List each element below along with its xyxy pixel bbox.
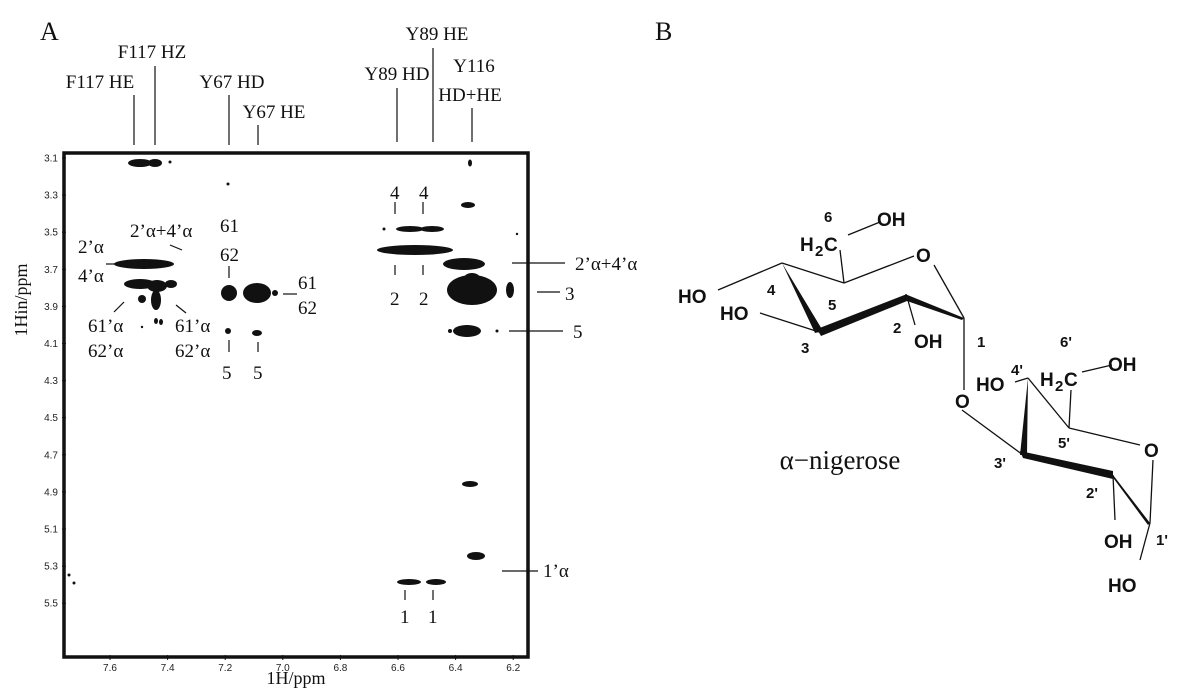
peak-label: 5 (573, 322, 583, 343)
carbon-number: 2' (1086, 485, 1098, 502)
carbon-number: 3 (801, 340, 809, 357)
y-tick-label: 3.9 (44, 302, 58, 313)
carbon-number: 2 (893, 320, 901, 337)
carbon-number: 4' (1011, 362, 1023, 379)
atom-label: HO (678, 287, 707, 308)
atom-label: OH (1104, 532, 1133, 553)
peak-label: 62 (220, 245, 239, 266)
peak-label: 2 (419, 289, 429, 310)
carbon-number: 1 (977, 334, 985, 351)
atom-label: C (1064, 370, 1078, 391)
y-tick-label: 4.5 (44, 413, 58, 424)
atom-label: O (1144, 441, 1159, 462)
carbon-number: 6 (824, 209, 832, 226)
peak-label: 62’α (175, 341, 210, 362)
peak-label: 2 (390, 289, 400, 310)
label-f117-hz: F117 HZ (118, 42, 186, 63)
peak-label: 1 (400, 607, 410, 628)
atom-label: 2 (815, 243, 823, 260)
x-tick-label: 6.6 (391, 663, 405, 674)
label-y89-hd: Y89 HD (365, 64, 430, 85)
carbon-number: 5' (1058, 435, 1070, 452)
x-axis-label: 1H/ppm (266, 668, 325, 688)
y-tick-label: 5.1 (44, 525, 58, 536)
x-tick-label: 7.6 (103, 663, 117, 674)
x-axis-ticks: 7.6 7.4 7.2 7.0 6.8 6.6 6.4 6.2 (103, 655, 521, 674)
atom-label: H (1040, 370, 1054, 391)
atom-label: C (824, 235, 838, 256)
y-tick-label: 4.7 (44, 450, 58, 461)
carbon-number: 6' (1060, 334, 1072, 351)
y-tick-label: 4.9 (44, 487, 58, 498)
y-tick-label: 5.5 (44, 599, 58, 610)
nigerose-bonds (717, 221, 1154, 561)
peak-label: 3 (565, 284, 575, 305)
atom-label: OH (877, 210, 906, 231)
y-tick-label: 3.1 (44, 154, 58, 165)
nigerose-atoms: OH H 2 C O HO HO OH O HO H 2 C OH O OH H… (678, 210, 1159, 597)
label-y116: Y116 (453, 56, 495, 77)
peak-label: 2’α+4’α (575, 254, 637, 275)
nigerose-wedges (782, 263, 1150, 525)
peak-label: 2’α (78, 237, 104, 258)
atom-label: HO (1108, 576, 1137, 597)
peak-leader-lines (106, 202, 565, 600)
atom-label: HO (976, 375, 1005, 396)
peak-label: 4 (419, 183, 429, 204)
peak-label: 61 (298, 273, 317, 294)
carbon-number: 5 (828, 297, 836, 314)
carbon-number: 3' (994, 455, 1006, 472)
peak-label: 61 (220, 216, 239, 237)
label-y67-he: Y67 HE (243, 102, 306, 123)
x-tick-label: 6.4 (449, 663, 463, 674)
x-tick-label: 7.4 (161, 663, 175, 674)
peak-label: 62 (298, 298, 317, 319)
plot-frame (62, 151, 530, 659)
y-axis-label: 1Hin/ppm (11, 263, 31, 336)
peak-label: 4’α (78, 266, 104, 287)
y-axis-ticks: 3.1 3.3 3.5 3.7 3.9 4.1 4.3 4.5 4.7 4.9 5.1 5.3 5.5 (44, 154, 66, 610)
atom-label: O (916, 246, 931, 267)
peak-label: 2’α+4’α (130, 221, 192, 242)
label-y89-he: Y89 HE (406, 24, 469, 45)
carbon-number: 4 (767, 282, 776, 299)
residue-labels: F117 HE F117 HZ Y67 HD Y67 HE Y89 HD Y89… (66, 24, 502, 123)
peak-labels: 2’α 4’α 2’α+4’α 61 62 61 62 61’α 62’α 61… (78, 183, 637, 628)
x-tick-label: 6.2 (506, 663, 520, 674)
peak-label: 61’α (88, 316, 123, 337)
cross-peaks (67, 159, 519, 585)
panel-a-label: A (40, 17, 59, 46)
peak-label: 5 (253, 363, 263, 384)
peak-label: 1’α (543, 561, 569, 582)
y-tick-label: 4.1 (44, 339, 58, 350)
y-tick-label: 3.5 (44, 228, 58, 239)
label-f117-he: F117 HE (66, 72, 134, 93)
x-tick-label: 7.0 (276, 663, 290, 674)
carbon-number: 1' (1156, 532, 1168, 549)
y-tick-label: 3.7 (44, 265, 58, 276)
atom-label: H (800, 235, 814, 256)
x-tick-label: 6.8 (333, 663, 347, 674)
y-tick-label: 4.3 (44, 376, 58, 387)
peak-label: 5 (222, 363, 232, 384)
compound-name: α−nigerose (780, 445, 901, 475)
atom-label: OH (1108, 355, 1137, 376)
atom-label: 2 (1055, 378, 1063, 395)
atom-label: OH (914, 332, 943, 353)
y-tick-label: 5.3 (44, 562, 58, 573)
peak-label: 1 (428, 607, 438, 628)
label-y116-sub: HD+HE (438, 85, 502, 106)
atom-label: HO (720, 304, 749, 325)
x-tick-label: 7.2 (218, 663, 232, 674)
y-tick-label: 3.3 (44, 191, 58, 202)
peak-label: 62’α (88, 341, 123, 362)
nigerose-numbering: 6 4 5 2 3 1 6' 4' 5' 3' 2' 1' (767, 209, 1168, 549)
panel-b-label: B (655, 17, 672, 46)
residue-leader-lines (133, 48, 473, 145)
label-y67-hd: Y67 HD (200, 72, 265, 93)
peak-label: 4 (390, 183, 400, 204)
peak-label: 61’α (175, 316, 210, 337)
atom-label: O (955, 392, 970, 413)
